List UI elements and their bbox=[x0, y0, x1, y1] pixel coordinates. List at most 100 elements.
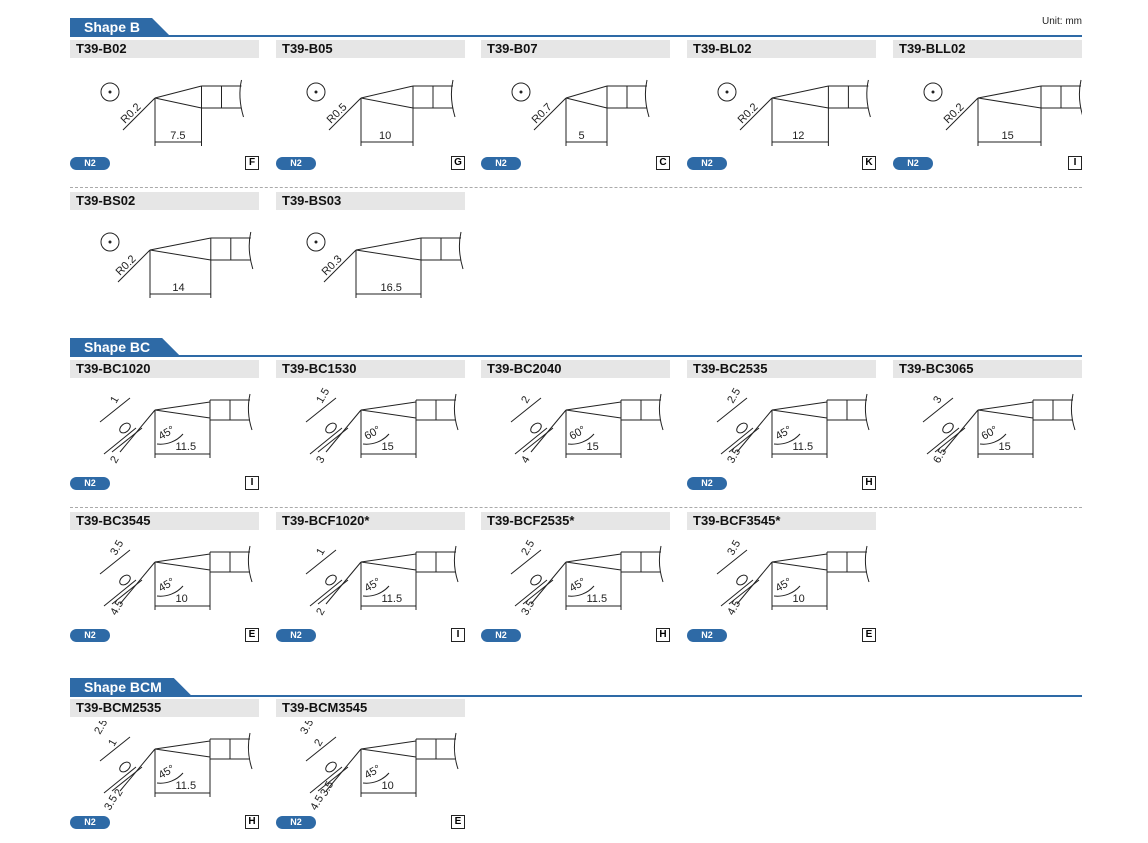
tip-drawing: R0.215 bbox=[923, 79, 1082, 146]
face-dimension: 2 bbox=[314, 606, 327, 617]
tip-profile bbox=[977, 393, 1076, 431]
tip-model-name: T39-B02 bbox=[70, 40, 259, 58]
tip-end-view bbox=[100, 232, 120, 252]
tip-model-name: T39-BC3065 bbox=[893, 360, 1082, 378]
tip-profile bbox=[565, 545, 664, 583]
tip-end-view bbox=[717, 82, 737, 102]
n2-badge: N2 bbox=[70, 816, 110, 829]
face-dimension: 1 bbox=[314, 546, 327, 557]
angle-dimension: 45° bbox=[774, 576, 794, 595]
angle-dimension: 45° bbox=[157, 763, 177, 782]
length-dimension: 16.5 bbox=[381, 282, 402, 294]
tip-model-name: T39-BC1020 bbox=[70, 360, 259, 378]
divider bbox=[70, 35, 1082, 37]
length-dimension: 11.5 bbox=[382, 593, 403, 605]
tip-class-letter: I bbox=[1068, 156, 1082, 170]
tip-end-view bbox=[306, 232, 326, 252]
tip-end-view bbox=[306, 82, 326, 102]
tip-class-letter: F bbox=[245, 156, 259, 170]
length-dimension: 7.5 bbox=[170, 130, 185, 142]
tip-drawing: 11.545°12 bbox=[99, 393, 253, 466]
tip-profile bbox=[355, 231, 464, 270]
tip-model-name: T39-BS02 bbox=[70, 192, 259, 210]
n2-badge: N2 bbox=[687, 157, 727, 170]
row-divider bbox=[70, 507, 1082, 508]
length-dimension: 5 bbox=[579, 130, 585, 142]
face-dimension: 2.5 bbox=[92, 721, 110, 737]
tip-drawing: 11.545°12 bbox=[305, 545, 459, 618]
tip-model-name: T39-BCM3545 bbox=[276, 699, 465, 717]
length-dimension: 11.5 bbox=[587, 593, 608, 605]
tip-profile bbox=[771, 79, 871, 118]
tip-end-view bbox=[923, 82, 943, 102]
tip-profile bbox=[771, 393, 870, 431]
section-header: Shape BC bbox=[70, 338, 1082, 358]
tip-profile bbox=[154, 79, 244, 118]
n2-badge: N2 bbox=[276, 816, 316, 829]
tip-model-name: T39-B07 bbox=[481, 40, 670, 58]
length-dimension: 10 bbox=[793, 593, 805, 605]
angle-dimension: 60° bbox=[568, 424, 588, 443]
tip-model-name: T39-BCF2535* bbox=[481, 512, 670, 530]
row-divider bbox=[70, 187, 1082, 188]
tip-class-letter: C bbox=[656, 156, 670, 170]
length-dimension: 15 bbox=[999, 441, 1011, 453]
tip-drawing: R0.510 bbox=[306, 79, 456, 146]
tip-drawing: R0.212 bbox=[717, 79, 871, 146]
angle-dimension: 45° bbox=[568, 576, 588, 595]
tip-profile bbox=[360, 545, 459, 583]
tip-model-name: T39-BCF1020* bbox=[276, 512, 465, 530]
tip-model-name: T39-BC1530 bbox=[276, 360, 465, 378]
face-dimension: 3.5 bbox=[519, 598, 537, 617]
n2-badge: N2 bbox=[70, 477, 110, 490]
tip-profile bbox=[154, 393, 253, 431]
tip-class-letter: G bbox=[451, 156, 465, 170]
tip-model-name: T39-BS03 bbox=[276, 192, 465, 210]
length-dimension: 14 bbox=[172, 282, 184, 294]
tip-class-letter: K bbox=[862, 156, 876, 170]
tip-drawing: R0.75 bbox=[511, 79, 650, 146]
tip-model-name: T39-BLL02 bbox=[893, 40, 1082, 58]
angle-dimension: 60° bbox=[980, 424, 1000, 443]
face-dimension: 3 bbox=[314, 454, 327, 465]
tip-class-letter: E bbox=[245, 628, 259, 642]
n2-badge: N2 bbox=[481, 629, 521, 642]
tip-face-view bbox=[325, 574, 337, 586]
section-header: Shape B bbox=[70, 18, 1082, 38]
angle-dimension: 60° bbox=[363, 424, 383, 443]
tip-profile bbox=[149, 231, 254, 270]
n2-badge: N2 bbox=[687, 629, 727, 642]
length-dimension: 10 bbox=[382, 780, 394, 792]
face-dimension: 4.5 bbox=[108, 598, 126, 617]
tip-model-name: T39-BC3545 bbox=[70, 512, 259, 530]
tip-profile bbox=[771, 545, 870, 583]
divider bbox=[70, 695, 1082, 697]
tip-face-view bbox=[325, 422, 337, 434]
tip-class-letter: I bbox=[451, 628, 465, 642]
tip-drawing: 11.545°2.53.5 bbox=[510, 538, 664, 618]
section-title: Shape BC bbox=[70, 338, 180, 356]
tip-face-view bbox=[119, 422, 131, 434]
tip-class-letter: E bbox=[451, 815, 465, 829]
face-dimension: 2 bbox=[312, 737, 325, 748]
length-dimension: 15 bbox=[587, 441, 599, 453]
tip-model-name: T39-BC2040 bbox=[481, 360, 670, 378]
length-dimension: 12 bbox=[792, 130, 804, 142]
face-dimension: 3 bbox=[931, 394, 944, 405]
length-dimension: 10 bbox=[379, 130, 391, 142]
